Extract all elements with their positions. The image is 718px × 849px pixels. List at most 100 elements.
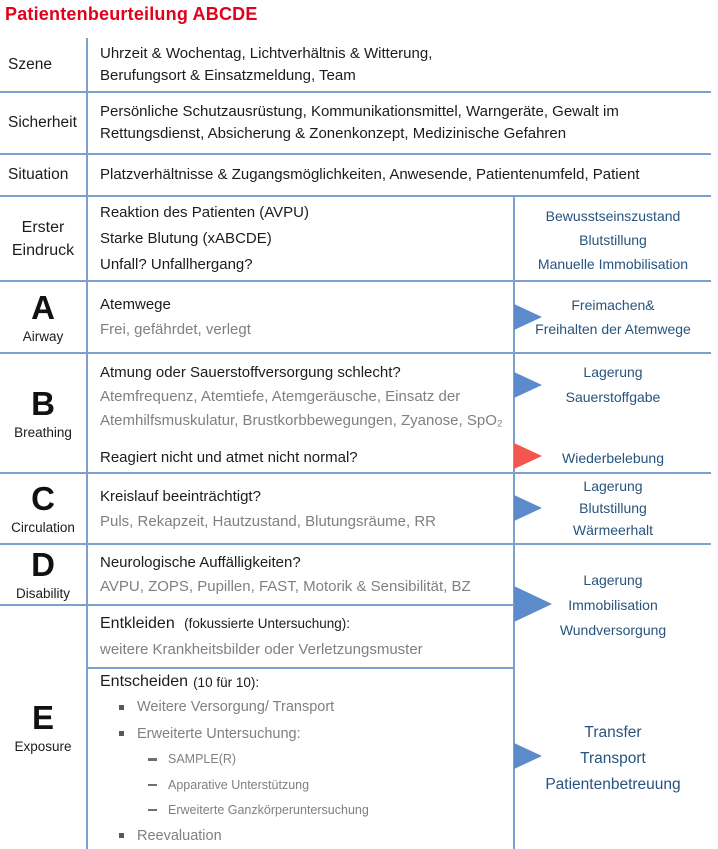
situation-line-1: Platzverhältnisse & Zugangsmöglichkeiten… (100, 166, 640, 183)
entkleiden-detail: weitere Krankheitsbilder oder Verletzung… (100, 640, 423, 658)
grid-vline-right (513, 196, 515, 849)
flow-arrow-icon-c (514, 495, 542, 521)
name-exposure: Exposure (14, 739, 72, 754)
entkleiden-head-line: Entkleiden (fokussierte Untersuchung): (100, 611, 511, 637)
grid-hline-b (0, 472, 711, 474)
szene-line-1: Uhrzeit & Wochentag, Lichtverhältnis & W… (100, 44, 433, 62)
dash-icon (148, 783, 157, 787)
flow-arrow-icon-e (514, 743, 542, 769)
grid-hline-c (0, 543, 711, 545)
sicherheit-line-1: Persönliche Schutzausrüstung, Kommunikat… (100, 103, 619, 120)
row-content-situation: Platzverhältnisse & Zugangsmöglichkeiten… (100, 155, 700, 195)
name-airway: Airway (22, 328, 64, 344)
row-content-e: Entscheiden (10 für 10): Weitere Versorg… (100, 670, 511, 849)
row-content-c: Kreislauf beeinträchtigt? Puls, Rekapzei… (100, 474, 511, 543)
action-immobilisation: Immobilisation (568, 597, 658, 613)
a-question: Atemwege (100, 296, 171, 313)
e-sub-bullet-2: Apparative Unterstützung (100, 772, 511, 797)
row-label-c: C Circulation (0, 474, 86, 543)
grid-hline-a (0, 352, 711, 354)
row-label-a: A Airway (0, 282, 86, 352)
label-erster: Erster (21, 218, 65, 236)
action-wiederbelebung: Wiederbelebung (562, 450, 664, 466)
page-title: Patientenbeurteilung ABCDE (5, 4, 258, 24)
erster-line-2: Starke Blutung (xABCDE) (100, 229, 272, 247)
c-detail: Puls, Rekapzeit, Hautzustand, Blutungsrä… (100, 512, 436, 530)
action-transport: Transport (580, 750, 646, 767)
row-label-erster-eindruck: Erster Eindruck (0, 197, 86, 280)
e-bullet-2-text: Erweiterte Untersuchung: (137, 725, 301, 742)
grid-hline-entkleiden (87, 667, 513, 669)
grid-hline-erster-eindruck (0, 280, 711, 282)
row-label-d: D Disability (0, 545, 86, 604)
row-label-b: B Breathing (0, 354, 86, 472)
actions-a: Freimachen& Freihalten der Atemwege (515, 293, 711, 341)
action-wundversorgung: Wundversorgung (559, 622, 667, 638)
d-question: Neurologische Auffälligkeiten? (100, 553, 301, 571)
action-waermeerhalt: Wärmeerhalt (572, 522, 654, 538)
e-head-line: Entscheiden (10 für 10): (100, 670, 511, 694)
actions-b: Lagerung Sauerstoffgabe (515, 360, 711, 410)
e-bullet-3-text: Reevaluation (137, 827, 222, 844)
label-sicherheit: Sicherheit (8, 114, 77, 131)
row-content-erster-eindruck: Reaktion des Patienten (AVPU) Starke Blu… (100, 197, 511, 280)
entkleiden-head-note: (fokussierte Untersuchung): (184, 615, 350, 631)
erster-line-3: Unfall? Unfallhergang? (100, 255, 253, 273)
b-question-1: Atmung oder Sauerstoffversorgung schlech… (100, 364, 401, 381)
label-situation: Situation (8, 166, 69, 183)
cpr-flow-arrow-icon (514, 443, 542, 469)
a-detail: Frei, gefährdet, verlegt (100, 321, 251, 338)
b-detail-2: Atemhilfsmuskulatur, Brustkorbbewegungen… (100, 412, 503, 429)
bullet-square-icon (119, 731, 124, 737)
action-patientenbetreuung: Patientenbetreuung (545, 776, 681, 793)
e-sub-3-text: Erweiterte Ganzkörperuntersuchung (168, 803, 369, 818)
row-content-b: Atmung oder Sauerstoffversorgung schlech… (100, 354, 511, 472)
letter-b: B (31, 384, 55, 422)
action-lagerung-d: Lagerung (583, 572, 643, 588)
actions-b-cpr: Wiederbelebung (515, 446, 711, 470)
actions-erster-eindruck: Bewusstseinszustand Blutstillung Manuell… (515, 204, 711, 276)
row-label-e: E Exposure (0, 606, 86, 849)
grid-hline-situation (0, 195, 711, 197)
flow-arrow-icon-d (514, 586, 552, 622)
actions-c: Lagerung Blutstillung Wärmeerhalt (515, 475, 711, 541)
grid-hline-szene (0, 91, 711, 93)
action-blutstillung-c: Blutstillung (579, 500, 647, 516)
dash-icon (148, 758, 157, 761)
row-label-sicherheit: Sicherheit (0, 93, 86, 153)
flow-arrow-icon-a (514, 304, 542, 330)
e-bullet-1: Weitere Versorgung/ Transport (100, 694, 511, 720)
letter-d: D (31, 546, 55, 583)
action-manuelle-immobilisation: Manuelle Immobilisation (537, 256, 689, 272)
bullet-square-icon (119, 704, 124, 710)
sicherheit-line-2: Rettungsdienst, Absicherung & Zonenkonze… (100, 125, 567, 142)
row-label-szene: Szene (0, 38, 86, 91)
erster-line-1: Reaktion des Patienten (AVPU) (100, 203, 309, 221)
row-content-szene: Uhrzeit & Wochentag, Lichtverhältnis & W… (100, 38, 700, 91)
e-sub-1-text: SAMPLE(R) (168, 752, 237, 767)
action-blutstillung: Blutstillung (579, 232, 647, 248)
label-szene: Szene (8, 55, 52, 73)
e-bullet-3: Reevaluation (100, 823, 511, 849)
szene-line-2: Berufungsort & Einsatzmeldung, Team (100, 66, 356, 84)
row-content-sicherheit: Persönliche Schutzausrüstung, Kommunikat… (100, 93, 700, 153)
row-content-entkleiden: Entkleiden (fokussierte Untersuchung): w… (100, 606, 511, 667)
label-eindruck: Eindruck (11, 241, 75, 259)
letter-e: E (31, 699, 54, 736)
b-question-2: Reagiert nicht und atmet nicht normal? (100, 449, 358, 466)
e-bullet-1-text: Weitere Versorgung/ Transport (137, 699, 335, 716)
e-sub-bullet-1: SAMPLE(R) (100, 747, 511, 772)
letter-c: C (31, 480, 55, 517)
d-detail: AVPU, ZOPS, Pupillen, FAST, Motorik & Se… (100, 577, 471, 595)
action-lagerung-b: Lagerung (583, 364, 643, 380)
e-bullet-2: Erweiterte Untersuchung: (100, 721, 511, 747)
e-sub-bullet-3: Erweiterte Ganzkörperuntersuchung (100, 797, 511, 822)
flow-arrow-icon-b (514, 372, 542, 398)
c-question: Kreislauf beeinträchtigt? (100, 487, 261, 505)
grid-vline-left (86, 38, 88, 849)
action-freihalten: Freihalten der Atemwege (535, 321, 691, 337)
dash-icon (148, 808, 157, 812)
action-bewusstseinszustand: Bewusstseinszustand (545, 208, 681, 224)
actions-e: Transfer Transport Patientenbetreuung (515, 720, 711, 798)
